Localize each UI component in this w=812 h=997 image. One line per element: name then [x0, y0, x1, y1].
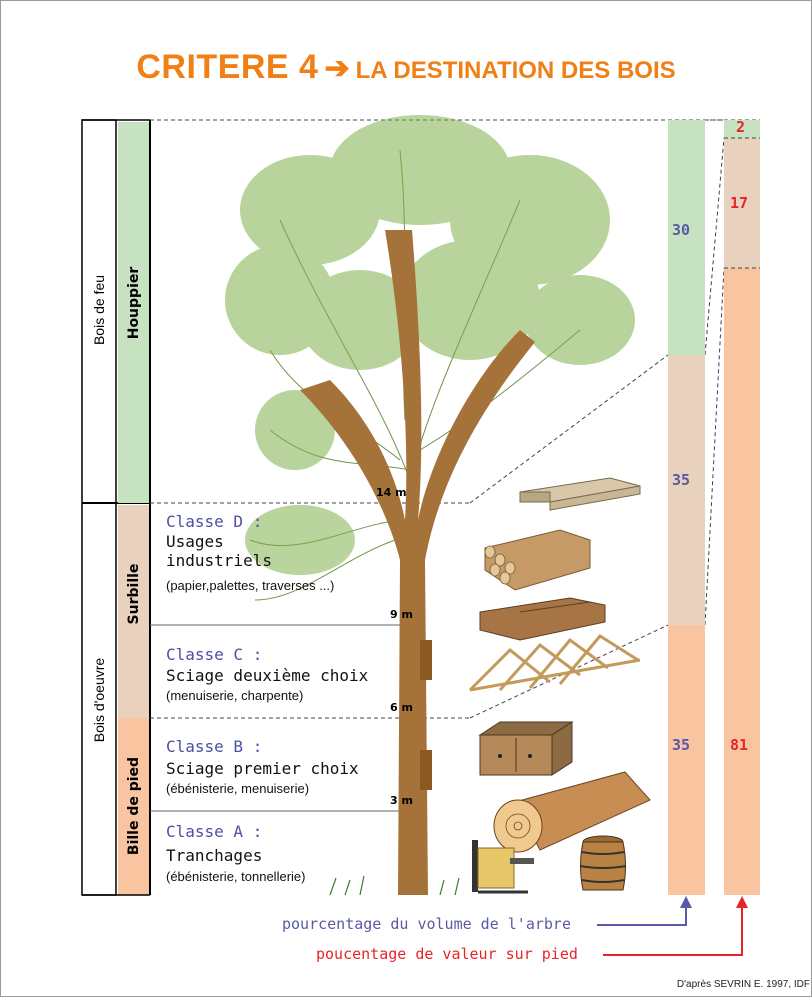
volume-value-upper: 35 — [672, 471, 690, 489]
volume-segment-upper — [668, 355, 705, 625]
value-value-butt: 81 — [730, 736, 748, 754]
legend-value: poucentage de valeur sur pied — [316, 945, 578, 963]
legend-volume: pourcentage du volume de l'arbre — [282, 915, 571, 933]
value-value-crown: 2 — [736, 118, 745, 136]
value-segment-butt — [724, 268, 760, 895]
volume-value-butt: 35 — [672, 736, 690, 754]
volume-segment-butt — [668, 625, 705, 895]
value-value-upper: 17 — [730, 194, 748, 212]
volume-value-crown: 30 — [672, 221, 690, 239]
credit: D'après SEVRIN E. 1997, IDF — [677, 979, 810, 990]
